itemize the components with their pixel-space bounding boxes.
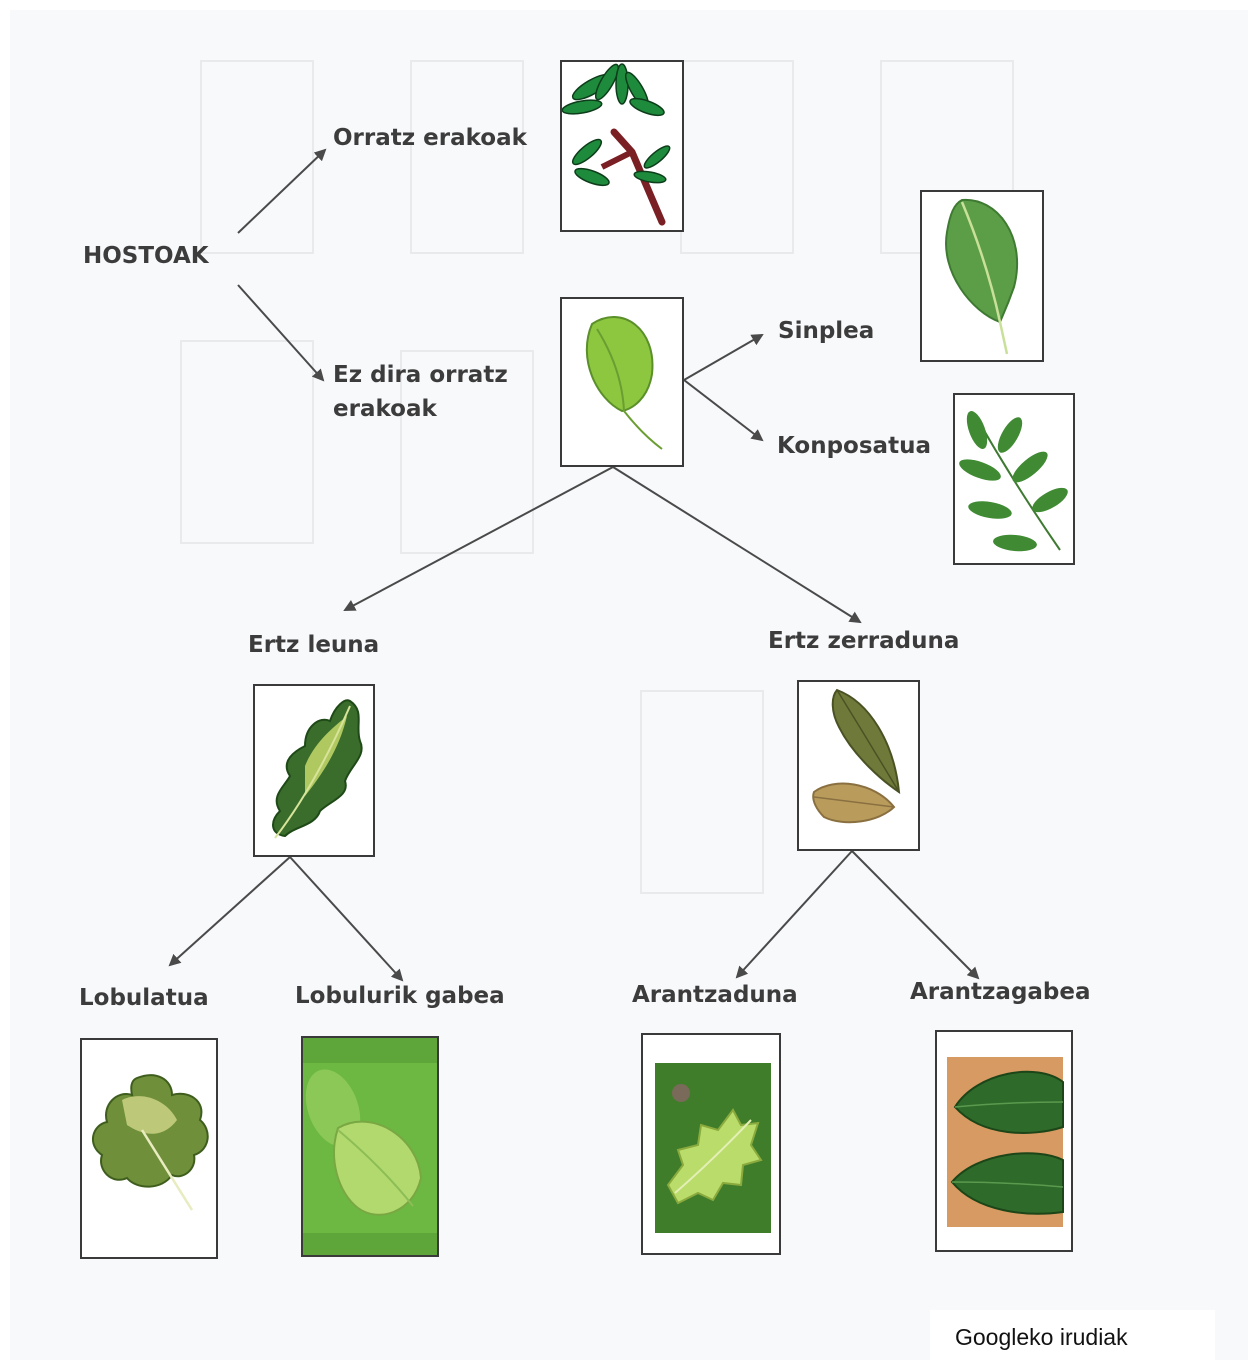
lobulatua-label: Lobulatua: [79, 985, 209, 1011]
arrow-generic-ertz-zerraduna: [613, 467, 860, 622]
konposatua-label: Konposatua: [777, 433, 931, 459]
generic-leaf-image: [560, 297, 684, 467]
smooth-edge-leaf-image: [253, 684, 375, 857]
spiny-leaf-image: [641, 1033, 781, 1255]
arrow-zerraduna-arantzagabea: [852, 851, 978, 978]
arrow-generic-ertz-leuna: [345, 467, 613, 610]
arrow-generic-sinplea: [684, 335, 762, 380]
arrow-leuna-lobulatua: [170, 857, 290, 965]
root-label: HOSTOAK: [83, 243, 209, 269]
needle-leaf-image: [560, 60, 684, 232]
arrow-root-ez-orratz: [238, 285, 323, 380]
arrow-zerraduna-arantzaduna: [737, 851, 852, 977]
arrow-root-orratz: [238, 150, 325, 233]
image-credit: Googleko irudiak: [930, 1310, 1215, 1361]
compound-leaf-image: [953, 393, 1075, 565]
sinplea-label: Sinplea: [778, 318, 874, 344]
serrated-leaves-image: [797, 680, 920, 851]
lobed-leaf-image: [80, 1038, 218, 1259]
ez-orratz-label: Ez dira orratz erakoak: [333, 358, 508, 426]
lobulurik-gabea-label: Lobulurik gabea: [295, 983, 505, 1009]
unlobed-leaf-image: [301, 1036, 439, 1257]
arrow-leuna-lobulurik: [290, 857, 402, 980]
arantzagabea-label: Arantzagabea: [910, 979, 1091, 1005]
simple-leaf-image: [920, 190, 1044, 362]
ertz-leuna-label: Ertz leuna: [248, 632, 379, 658]
arantzaduna-label: Arantzaduna: [632, 982, 798, 1008]
arrow-generic-konposatua: [684, 380, 762, 440]
orratz-erakoak-label: Orratz erakoak: [333, 125, 527, 151]
ertz-zerraduna-label: Ertz zerraduna: [768, 628, 959, 654]
spineless-leaves-image: [935, 1030, 1073, 1252]
